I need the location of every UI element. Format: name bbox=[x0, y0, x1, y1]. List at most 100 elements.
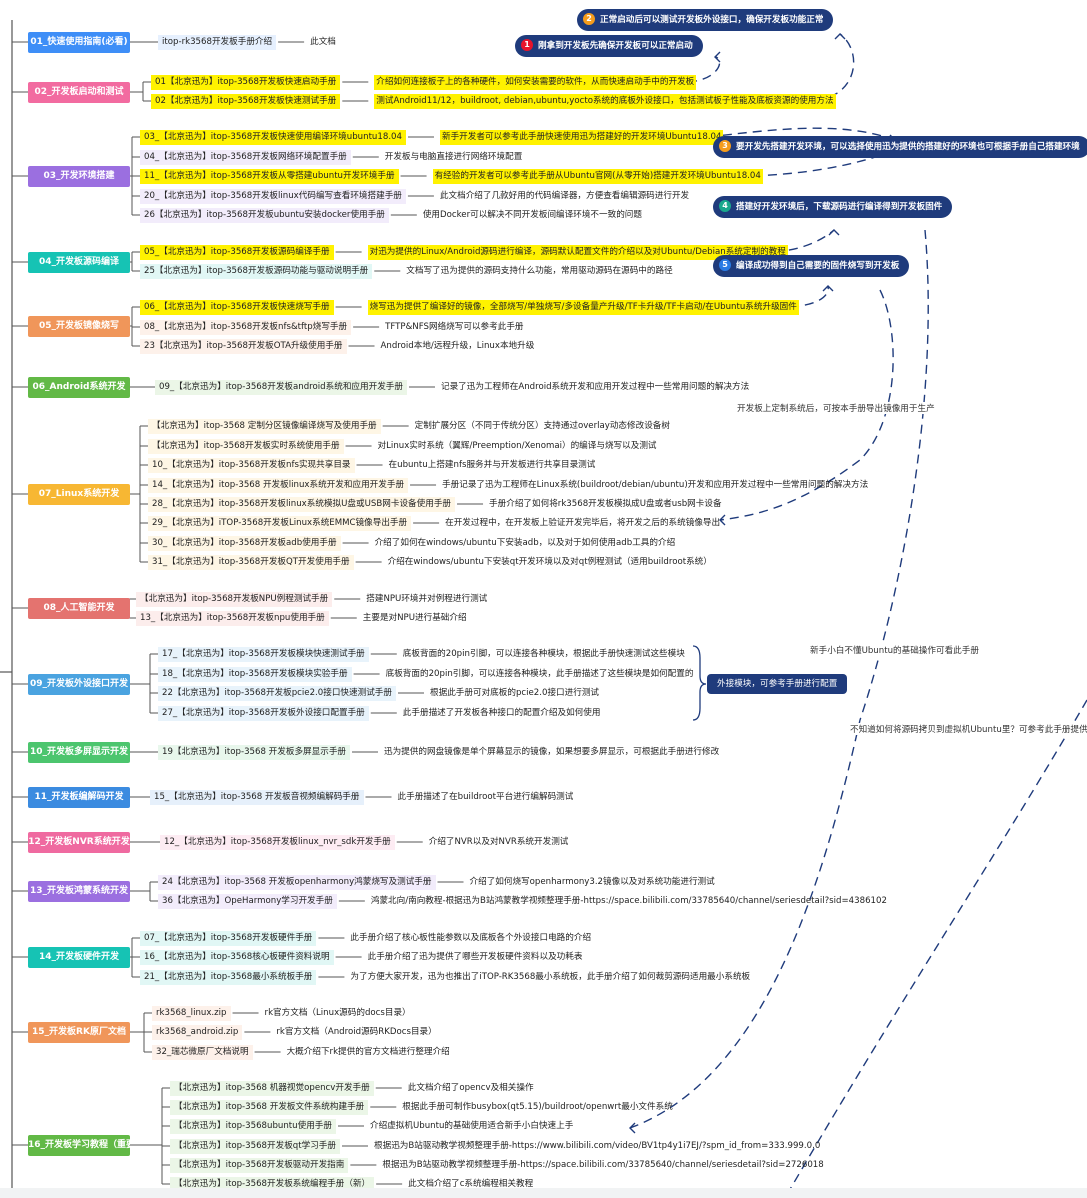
category-node[interactable]: 14_开发板硬件开发 bbox=[28, 946, 130, 968]
category-node[interactable]: 01_快速使用指南(必看) bbox=[28, 31, 130, 53]
doc-description: 使用Docker可以解决不同开发板间编译环境不一致的问题 bbox=[422, 209, 642, 220]
doc-description: 在开发过程中，在开发板上验证开发完毕后，将开发之后的系统镜像导出 bbox=[445, 517, 721, 528]
arrow-head bbox=[719, 514, 726, 526]
doc-title[interactable]: 26【北京迅为】itop-3568开发板ubuntu安装docker使用手册 bbox=[140, 207, 389, 223]
category-node[interactable]: 12_开发板NVR系统开发 bbox=[28, 831, 130, 853]
category-node[interactable]: 11_开发板编解码开发 bbox=[28, 786, 130, 808]
doc-title[interactable]: 22【北京迅为】itop-3568开发板pcie2.0接口快速测试手册 bbox=[158, 685, 396, 701]
doc-title[interactable]: 【北京迅为】itop-3568开发板驱动开发指南 bbox=[170, 1157, 349, 1173]
doc-description: 此文档介绍了几款好用的代码编译器，方便查看编辑源码进行开发 bbox=[439, 190, 690, 201]
doc-title[interactable]: 25【北京迅为】itop-3568开发板源码功能与驱动说明手册 bbox=[140, 263, 373, 279]
doc-description: 迅为提供的网盘镜像是单个屏幕显示的镜像，如果想要多屏显示，可根据此手册进行修改 bbox=[384, 746, 720, 757]
doc-description: 对迅为提供的Linux/Android源码进行编译，源码默认配置文件的介绍以及对… bbox=[367, 244, 788, 260]
doc-title[interactable]: 14_【北京迅为】itop-3568 开发板linux系统开发和应用开发手册 bbox=[148, 477, 409, 493]
doc-title[interactable]: 24【北京迅为】itop-3568 开发板openharmony鸿蒙烧写及测试手… bbox=[158, 874, 436, 890]
doc-title[interactable]: 27_【北京迅为】itop-3568开发板外设接口配置手册 bbox=[158, 705, 369, 721]
doc-title[interactable]: 36【北京迅为】OpeHarmony学习开发手册 bbox=[158, 893, 337, 909]
annotation-note: 开发板上定制系统后，可按本手册导出镜像用于生产 bbox=[735, 402, 937, 414]
brace bbox=[692, 645, 707, 721]
doc-description: 为了方便大家开发，迅为也推出了iTOP-RK3568最小系统板，此手册介绍了如何… bbox=[350, 971, 751, 982]
doc-title[interactable]: 04_【北京迅为】itop-3568开发板网络环境配置手册 bbox=[140, 149, 351, 165]
scroll-bar[interactable] bbox=[0, 1188, 1087, 1198]
doc-title[interactable]: 06_【北京迅为】itop-3568开发板快速烧写手册 bbox=[140, 299, 334, 315]
doc-title[interactable]: 【北京迅为】itop-3568开发板NPU例程测试手册 bbox=[136, 591, 333, 607]
doc-title[interactable]: 20_【北京迅为】itop-3568开发板linux代码编写查看环境搭建手册 bbox=[140, 188, 406, 204]
doc-title[interactable]: 16_【北京迅为】itop-3568核心板硬件资料说明 bbox=[140, 949, 334, 965]
doc-title[interactable]: 11_【北京迅为】itop-3568开发板从零搭建ubuntu开发环境手册 bbox=[140, 168, 399, 184]
doc-title[interactable]: 05_【北京迅为】itop-3568开发板源码编译手册 bbox=[140, 244, 334, 260]
doc-title[interactable]: 17_【北京迅为】itop-3568开发板模块快速测试手册 bbox=[158, 646, 369, 662]
category-node[interactable]: 10_开发板多屏显示开发 bbox=[28, 741, 130, 763]
category-node[interactable]: 07_Linux系统开发 bbox=[28, 483, 130, 505]
category-node[interactable]: 09_开发板外设接口开发 bbox=[28, 673, 130, 695]
doc-description: 此手册介绍了迅为提供了哪些开发板硬件资料以及功耗表 bbox=[367, 951, 583, 962]
doc-title[interactable]: 【北京迅为】itop-3568开发板qt学习手册 bbox=[170, 1138, 340, 1154]
category-node[interactable]: 15_开发板RK原厂文档 bbox=[28, 1021, 130, 1043]
doc-title[interactable]: 10_【北京迅为】itop-3568开发板nfs实现共享目录 bbox=[148, 457, 355, 473]
category-node[interactable]: 13_开发板鸿蒙系统开发 bbox=[28, 880, 130, 902]
step-number: 5 bbox=[719, 258, 731, 271]
category-node[interactable]: 02_开发板启动和测试 bbox=[28, 81, 130, 103]
step-text: 搭建好开发环境后，下载源码进行编译得到开发板固件 bbox=[736, 202, 943, 212]
step-text: 刚拿到开发板先确保开发板可以正常启动 bbox=[538, 41, 693, 51]
doc-description: 新手开发者可以参考此手册快速使用迅为搭建好的开发环境Ubuntu18.04 bbox=[439, 129, 724, 145]
step-pill: 5 编译成功得到自己需要的固件烧写到开发板 bbox=[713, 255, 910, 277]
doc-title[interactable]: 08_【北京迅为】itop-3568开发板nfs&tftp烧写手册 bbox=[140, 319, 352, 335]
doc-description: 介绍如何连接板子上的各种硬件，如何安装需要的软件，从而快速启动手中的开发板 bbox=[374, 74, 697, 90]
step-text: 要开发先搭建开发环境，可以选择使用迅为提供的搭建好的环境也可根据手册自己搭建环境 bbox=[736, 142, 1080, 152]
doc-title[interactable]: 21_【北京迅为】itop-3568最小系统板手册 bbox=[140, 969, 317, 985]
doc-title[interactable]: 07_【北京迅为】itop-3568开发板硬件手册 bbox=[140, 930, 317, 946]
doc-title[interactable]: 15_【北京迅为】itop-3568 开发板音视频编解码手册 bbox=[150, 789, 364, 805]
doc-description: 此文档介绍了c系统编程相关教程 bbox=[408, 1178, 534, 1189]
flow-arrow bbox=[629, 229, 929, 1129]
category-node[interactable]: 16_开发板学习教程（重要） bbox=[28, 1134, 130, 1156]
doc-title[interactable]: 31_【北京迅为】itop-3568开发板QT开发使用手册 bbox=[148, 554, 354, 570]
doc-title[interactable]: 【北京迅为】itop-3568开发板系统编程手册（新） bbox=[170, 1176, 375, 1192]
doc-title[interactable]: 13_【北京迅为】itop-3568开发板npu使用手册 bbox=[136, 610, 329, 626]
doc-title[interactable]: 30_【北京迅为】itop-3568开发板adb使用手册 bbox=[148, 535, 341, 551]
doc-title[interactable]: 29_【北京迅为】iTOP-3568开发板Linux系统EMMC镜像导出手册 bbox=[148, 515, 412, 531]
doc-title[interactable]: 【北京迅为】itop-3568 开发板文件系统构建手册 bbox=[170, 1099, 369, 1115]
doc-title[interactable]: rk3568_linux.zip bbox=[152, 1005, 231, 1021]
doc-description: TFTP&NFS网络烧写可以参考此手册 bbox=[385, 321, 524, 332]
doc-title[interactable]: 28_【北京迅为】itop-3568开发板linux系统模拟U盘或USB网卡设备… bbox=[148, 496, 456, 512]
doc-description: 根据此手册可制作busybox(qt5.15)/buildroot/openwr… bbox=[402, 1101, 673, 1112]
doc-title[interactable]: 【北京迅为】itop-3568 定制分区镜像编译烧写及使用手册 bbox=[148, 418, 381, 434]
doc-title[interactable]: 09_【北京迅为】itop-3568开发板android系统和应用开发手册 bbox=[155, 379, 407, 395]
annotation-note: 新手小白不懂Ubuntu的基础操作可看此手册 bbox=[808, 644, 981, 656]
arrow-head bbox=[834, 33, 846, 40]
doc-title[interactable]: 19【北京迅为】itop-3568 开发板多屏显示手册 bbox=[158, 744, 351, 760]
step-text: 编译成功得到自己需要的固件烧写到开发板 bbox=[736, 261, 900, 271]
doc-title[interactable]: 18_【北京迅为】itop-3568开发板模块实验手册 bbox=[158, 666, 352, 682]
doc-description: 介绍了如何烧写openharmony3.2镜像以及对系统功能进行测试 bbox=[469, 876, 715, 887]
doc-description: 介绍虚拟机Ubuntu的基础使用适合新手小白快速上手 bbox=[370, 1120, 574, 1131]
flow-arrow bbox=[814, 33, 855, 102]
doc-description: 介绍了如何在windows/ubuntu下安装adb，以及对于如何使用adb工具… bbox=[374, 537, 676, 548]
category-node[interactable]: 08_人工智能开发 bbox=[28, 597, 130, 619]
category-node[interactable]: 05_开发板镜像烧写 bbox=[28, 315, 130, 337]
doc-title[interactable]: 【北京迅为】itop-3568开发板实时系统使用手册 bbox=[148, 438, 344, 454]
category-node[interactable]: 04_开发板源码编译 bbox=[28, 251, 130, 273]
doc-title[interactable]: 01【北京迅为】itop-3568开发板快速启动手册 bbox=[151, 74, 341, 90]
step-number: 3 bbox=[719, 139, 731, 152]
doc-description: 搭建NPU环境并对例程进行测试 bbox=[366, 593, 488, 604]
doc-description: 此文档 bbox=[310, 36, 336, 47]
category-node[interactable]: 06_Android系统开发 bbox=[28, 376, 130, 398]
arrow-head bbox=[822, 285, 834, 292]
category-node[interactable]: 03_开发环境搭建 bbox=[28, 165, 130, 187]
doc-title[interactable]: rk3568_android.zip bbox=[152, 1024, 243, 1040]
doc-title[interactable]: 32_瑞芯微原厂文档说明 bbox=[152, 1044, 253, 1060]
ext-module-note: 外接模块，可参考手册进行配置 bbox=[707, 674, 848, 694]
doc-title[interactable]: 03_【北京迅为】itop-3568开发板快速使用编译环境ubuntu18.04 bbox=[140, 129, 406, 145]
doc-description: Android本地/远程升级，Linux本地升级 bbox=[380, 340, 535, 351]
doc-title[interactable]: 【北京迅为】itop-3568 机器视觉opencv开发手册 bbox=[170, 1080, 374, 1096]
doc-title[interactable]: 23【北京迅为】itop-3568开发板OTA升级使用手册 bbox=[140, 338, 347, 354]
doc-title[interactable]: 【北京迅为】itop-3568ubuntu使用手册 bbox=[170, 1118, 336, 1134]
doc-title[interactable]: itop-rk3568开发板手册介绍 bbox=[158, 34, 277, 50]
doc-description: 此手册介绍了核心板性能参数以及底板各个外设接口电路的介绍 bbox=[350, 932, 592, 943]
doc-description: 烧写迅为提供了编译好的镜像，全部烧写/单独烧写/多设备量产升级/TF卡升级/TF… bbox=[367, 299, 799, 315]
doc-title[interactable]: 02【北京迅为】itop-3568开发板快速测试手册 bbox=[151, 93, 341, 109]
doc-title[interactable]: 12_【北京迅为】itop-3568开发板linux_nvr_sdk开发手册 bbox=[160, 834, 395, 850]
flow-arrow bbox=[707, 127, 896, 141]
doc-description: 大概介绍下rk提供的官方文档进行整理介绍 bbox=[286, 1046, 450, 1057]
